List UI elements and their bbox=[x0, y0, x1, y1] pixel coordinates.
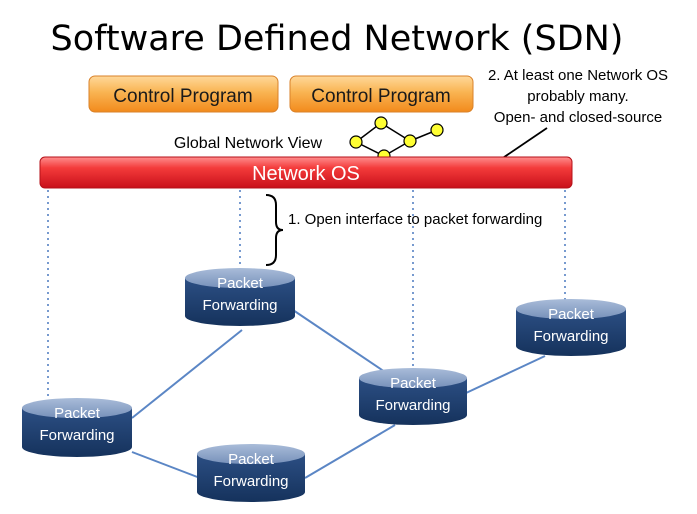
link bbox=[131, 329, 243, 419]
forwarding-node-5: Packet Forwarding bbox=[197, 444, 305, 502]
link bbox=[304, 424, 396, 479]
annotation-1: 1. Open interface to packet forwarding bbox=[288, 211, 542, 228]
annotation-2-line2: probably many. bbox=[527, 88, 628, 105]
control-program-1-label: Control Program bbox=[113, 86, 252, 107]
forwarding-node-4: Packet Forwarding bbox=[22, 398, 132, 457]
control-program-1: Control Program bbox=[88, 75, 279, 113]
forwarding-node-2: Packet Forwarding bbox=[516, 299, 626, 356]
graph-node bbox=[374, 116, 388, 130]
annotation-network-os: 2. At least one Network OS probably many… bbox=[488, 67, 668, 126]
node-1-line1: Packet bbox=[217, 275, 264, 292]
control-program-2-label: Control Program bbox=[311, 86, 450, 107]
link bbox=[131, 451, 201, 479]
global-network-view-label: Global Network View bbox=[174, 135, 323, 152]
graph-node bbox=[403, 134, 417, 148]
node-3-line1: Packet bbox=[390, 375, 437, 392]
node-4-line2: Forwarding bbox=[39, 427, 114, 444]
node-3-line2: Forwarding bbox=[375, 397, 450, 414]
node-4-line1: Packet bbox=[54, 405, 101, 422]
node-5-line2: Forwarding bbox=[213, 473, 288, 490]
graph-node bbox=[349, 135, 363, 149]
node-1-line2: Forwarding bbox=[202, 297, 277, 314]
interface-brace bbox=[265, 194, 284, 266]
forwarding-node-1: Packet Forwarding bbox=[185, 268, 295, 326]
control-channel-lines bbox=[47, 190, 566, 400]
link bbox=[292, 309, 386, 373]
node-5-line1: Packet bbox=[228, 451, 275, 468]
diagram-title: Software Defined Network (SDN) bbox=[51, 19, 624, 59]
forwarding-links bbox=[131, 309, 546, 479]
node-2-line2: Forwarding bbox=[533, 328, 608, 345]
forwarding-node-3: Packet Forwarding bbox=[359, 368, 467, 425]
global-network-view-graph bbox=[349, 116, 444, 163]
link bbox=[465, 355, 546, 394]
control-program-2: Control Program bbox=[289, 75, 474, 113]
network-os-bar: Network OS bbox=[39, 156, 573, 189]
network-os-label: Network OS bbox=[252, 163, 360, 185]
annotation-2-line1: 2. At least one Network OS bbox=[488, 67, 668, 84]
graph-node bbox=[430, 123, 444, 137]
annotation-2-line3: Open- and closed-source bbox=[494, 109, 662, 126]
node-2-line1: Packet bbox=[548, 306, 595, 323]
